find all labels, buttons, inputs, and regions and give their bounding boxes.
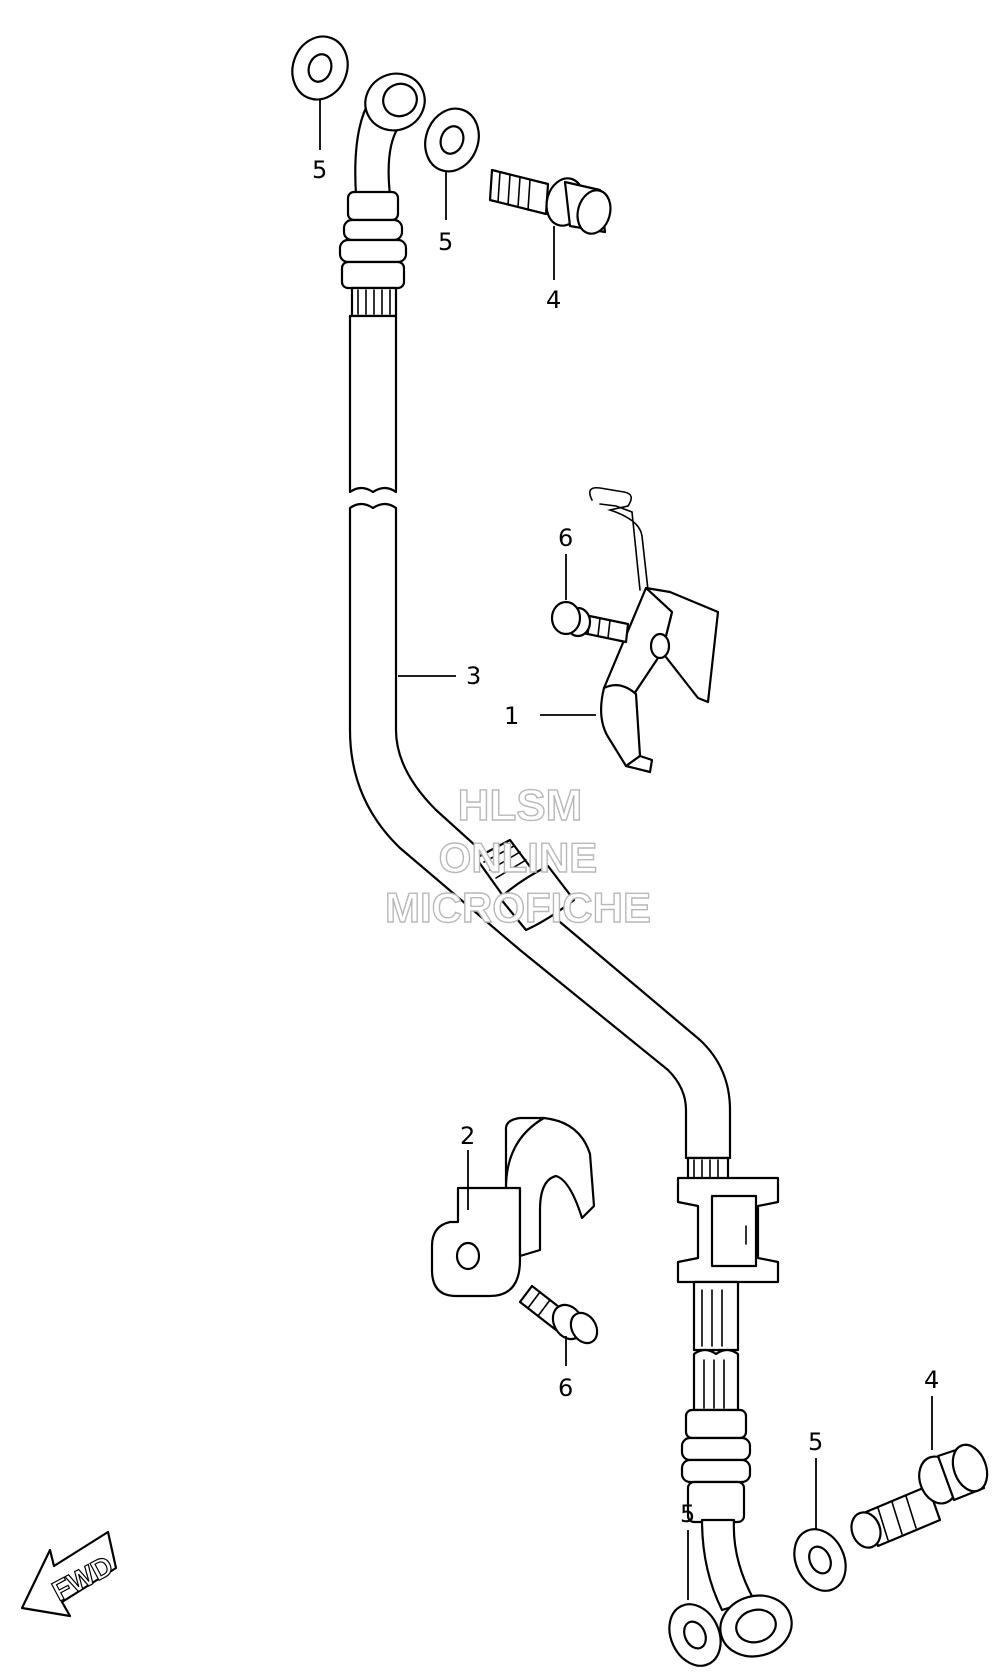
brake-hose-main xyxy=(348,502,732,1160)
callout-5-bottom-left: 5 xyxy=(680,1500,695,1528)
bolt-upper xyxy=(550,600,630,644)
fwd-arrow: FWD xyxy=(20,1530,119,1618)
washer-top-left xyxy=(291,35,349,101)
callout-6-top: 6 xyxy=(558,524,573,552)
callout-2: 2 xyxy=(460,1122,475,1150)
washer-bottom-left xyxy=(668,1603,722,1667)
callout-4-bottom: 4 xyxy=(924,1366,939,1394)
hose-upper-segment xyxy=(348,314,398,494)
hose-crimp-bottom xyxy=(680,1348,752,1524)
callout-5-top-right: 5 xyxy=(438,228,453,256)
callout-6-bottom: 6 xyxy=(558,1374,573,1402)
bolt-lower xyxy=(518,1284,599,1345)
callout-4-top: 4 xyxy=(546,286,561,314)
banjo-fitting-bottom xyxy=(700,1518,793,1658)
leader-lines xyxy=(319,100,933,1600)
hose-grommet-lower xyxy=(676,1156,780,1352)
callout-5-top-left: 5 xyxy=(312,156,327,184)
hose-clamp-lower xyxy=(430,1116,596,1298)
fwd-arrow-icon xyxy=(20,1530,118,1618)
watermark-line-2: ONLINE xyxy=(439,834,598,881)
watermark: HLSM ONLINE MICROFICHE xyxy=(384,780,651,931)
callout-1: 1 xyxy=(504,702,519,730)
watermark-line-1: HLSM xyxy=(458,781,583,830)
union-bolt-top xyxy=(488,168,612,235)
banjo-fitting-top xyxy=(354,72,426,197)
washer-bottom-right xyxy=(793,1528,847,1592)
washer-top-right xyxy=(424,107,480,173)
hose-clamp-upper xyxy=(589,486,720,774)
callout-labels: 5 5 4 6 3 1 2 6 4 5 5 xyxy=(312,156,939,1528)
hose-collar-mid xyxy=(474,838,576,932)
callout-3: 3 xyxy=(466,662,481,690)
callout-5-bottom-right: 5 xyxy=(808,1428,823,1456)
hose-crimp-top xyxy=(338,190,408,318)
union-bolt-bottom xyxy=(850,1443,989,1549)
watermark-line-3: MICROFICHE xyxy=(385,884,651,931)
